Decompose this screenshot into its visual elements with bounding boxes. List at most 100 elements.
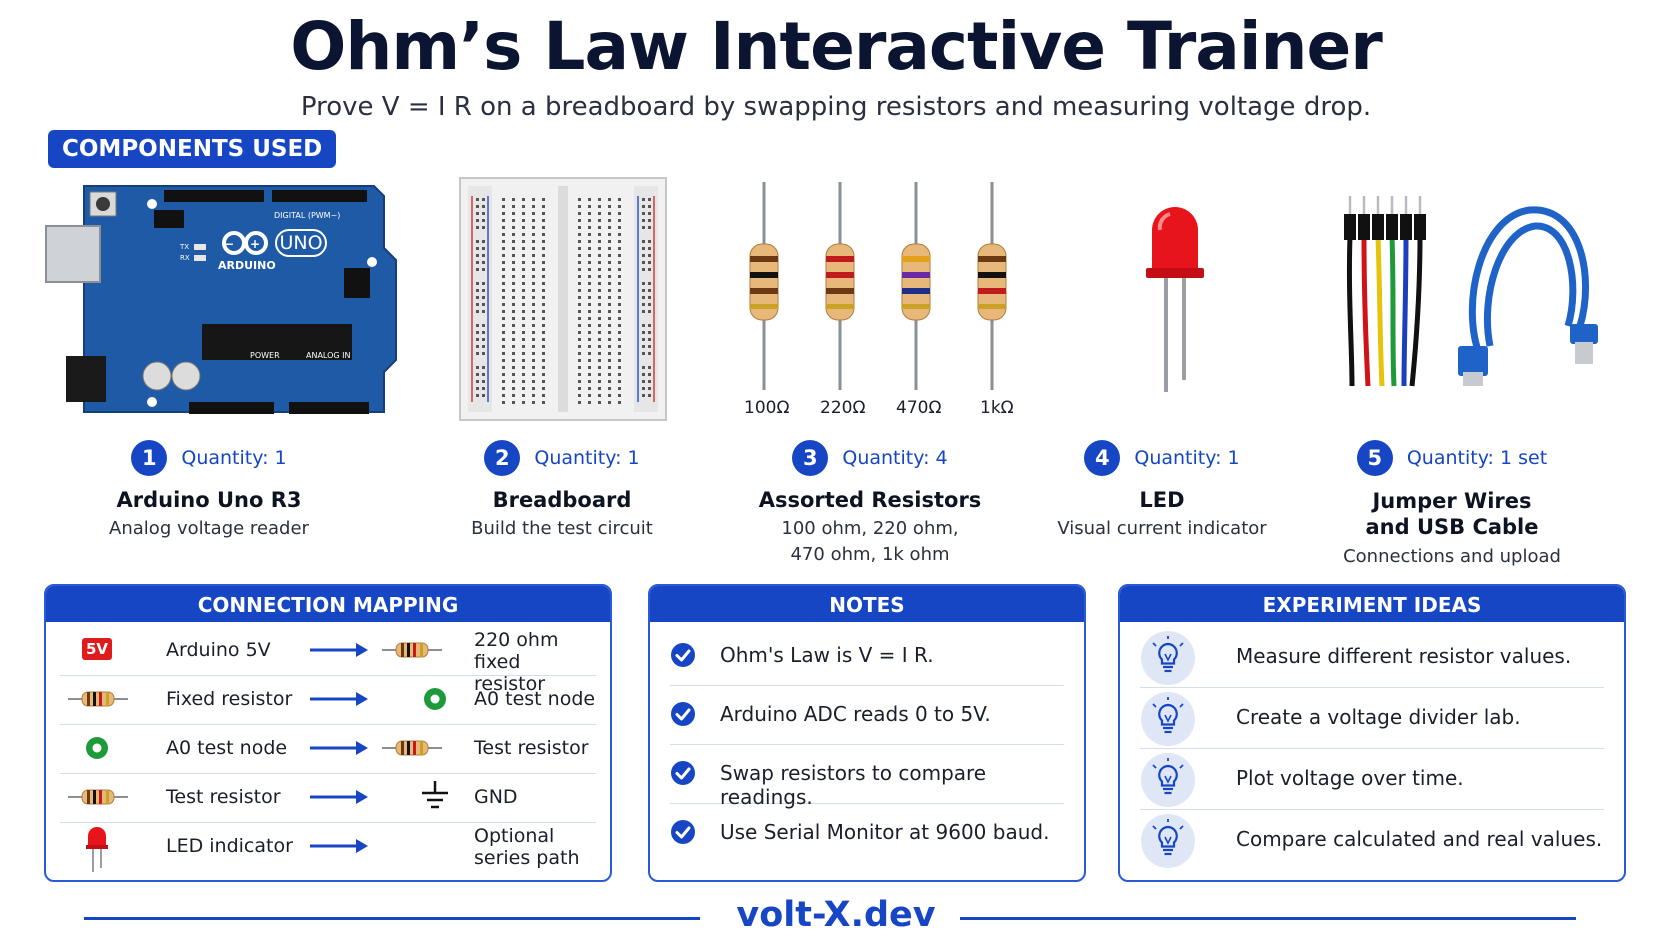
experiment-ideas-panel: EXPERIMENT IDEAS Measure different resis… — [1118, 584, 1626, 882]
test-node-icon — [422, 686, 448, 712]
component-quantity: Quantity: 4 — [842, 447, 948, 469]
lightbulb-icon — [1140, 813, 1196, 869]
arrow-right-icon — [310, 738, 370, 758]
name-line: and USB Cable — [1365, 515, 1539, 539]
jumper-wires-usb-image — [1344, 196, 1598, 387]
svg-text:+: + — [250, 237, 260, 251]
component-description: Visual current indicator — [1057, 518, 1267, 539]
component-description: 100 ohm, 220 ohm, 470 ohm, 1k ohm — [720, 516, 1020, 568]
idea-item: Create a voltage divider lab. — [1140, 687, 1604, 749]
arduino-analog-label: ANALOG IN — [306, 351, 351, 360]
check-icon — [670, 819, 696, 845]
footer-line-right — [960, 917, 1576, 920]
arrow-right-icon — [310, 640, 370, 660]
mapping-row: A0 test node Test resistor — [60, 724, 596, 774]
name-line: Jumper Wires — [1372, 489, 1532, 513]
arduino-uno-image: − + UNO ARDUINO DIGITAL (PWM~) POWER ANA… — [45, 185, 397, 414]
description-line: 100 ohm, 220 ohm, — [781, 518, 959, 539]
footer-line-left — [84, 917, 700, 920]
arduino-brand-text: ARDUINO — [218, 259, 276, 272]
target-line: series path — [474, 847, 580, 869]
note-text: Arduino ADC reads 0 to 5V. — [720, 702, 991, 726]
components-section-label: COMPONENTS USED — [48, 130, 337, 168]
idea-text: Create a voltage divider lab. — [1236, 705, 1521, 729]
component-quantity: Quantity: 1 — [181, 447, 287, 469]
arrow-right-icon — [310, 836, 370, 856]
resistor-470 — [901, 182, 931, 390]
mapping-source: A0 test node — [166, 737, 288, 759]
led-icon — [86, 827, 108, 872]
resistor-icon — [68, 689, 128, 709]
resistor-220 — [825, 182, 855, 390]
component-quantity: Quantity: 1 — [534, 447, 640, 469]
note-item: Use Serial Monitor at 9600 baud. — [670, 803, 1064, 862]
test-node-icon — [84, 735, 110, 761]
note-item: Ohm's Law is V = I R. — [670, 626, 1064, 686]
lightbulb-icon — [1140, 630, 1196, 686]
component-number-badge: 5 — [1356, 440, 1393, 476]
idea-item: Measure different resistor values. — [1140, 626, 1604, 688]
mapping-row: Test resistor GND — [60, 773, 596, 823]
arrow-right-icon — [310, 787, 370, 807]
component-breadboard: 2 Quantity: 1 Breadboard Build the test c… — [412, 440, 712, 542]
check-icon — [670, 760, 696, 786]
arduino-digital-label: DIGITAL (PWM~) — [274, 211, 340, 220]
lightbulb-icon — [1140, 752, 1196, 808]
resistor-100 — [749, 182, 779, 390]
component-led: 4 Quantity: 1 LED Visual current indicato… — [1012, 440, 1312, 542]
ground-icon — [422, 781, 448, 809]
component-name: Arduino Uno R3 — [116, 488, 302, 512]
idea-text: Measure different resistor values. — [1236, 644, 1572, 668]
note-item: Swap resistors to compare readings. — [670, 744, 1064, 809]
check-icon — [670, 701, 696, 727]
arduino-logo-text: UNO — [279, 232, 322, 254]
check-icon — [670, 642, 696, 668]
resistor-icon — [68, 787, 128, 807]
mapping-source: Arduino 5V — [166, 639, 271, 661]
component-quantity: Quantity: 1 — [1134, 447, 1240, 469]
notes-header: NOTES — [650, 586, 1084, 622]
resistor-icon — [382, 738, 442, 758]
connection-mapping-panel: CONNECTION MAPPING 5V Arduino 5V 220 ohm… — [44, 584, 612, 882]
power-5v-icon: 5V — [82, 638, 113, 660]
resistor-1k — [977, 182, 1007, 390]
resistor-label-1k: 1kΩ — [980, 398, 1014, 418]
breadboard-image — [459, 177, 667, 421]
component-number-badge: 4 — [1084, 440, 1121, 476]
component-number-badge: 3 — [792, 440, 829, 476]
mapping-source: Test resistor — [166, 786, 281, 808]
arrow-right-icon — [310, 689, 370, 709]
idea-text: Plot voltage over time. — [1236, 766, 1464, 790]
note-text: Use Serial Monitor at 9600 baud. — [720, 820, 1050, 844]
arduino-rx-label: RX — [180, 254, 190, 262]
component-name: Assorted Resistors — [758, 488, 982, 512]
component-resistors: 3 Quantity: 4 Assorted Resistors 100 ohm,… — [720, 440, 1020, 568]
mapping-row: Fixed resistor A0 test node — [60, 675, 596, 725]
mapping-target: Test resistor — [474, 737, 589, 759]
page-title: Ohm’s Law Interactive Trainer — [290, 8, 1383, 85]
target-line: fixed resistor — [474, 651, 546, 695]
note-text: Ohm's Law is V = I R. — [720, 643, 934, 667]
arduino-tx-label: TX — [179, 243, 189, 251]
resistor-icon — [382, 640, 442, 660]
description-line: 470 ohm, 1k ohm — [790, 544, 950, 565]
mapping-source: Fixed resistor — [166, 688, 293, 710]
idea-text: Compare calculated and real values. — [1236, 827, 1603, 851]
component-number-badge: 2 — [484, 440, 521, 476]
note-text: Swap resistors to compare readings. — [720, 761, 987, 809]
resistor-label-470: 470Ω — [896, 398, 942, 418]
mapping-target: GND — [474, 786, 518, 808]
idea-item: Plot voltage over time. — [1140, 748, 1604, 810]
component-number-badge: 1 — [131, 440, 168, 476]
component-name: LED — [1139, 488, 1185, 512]
lightbulb-icon — [1140, 691, 1196, 747]
component-description: Build the test circuit — [471, 518, 653, 539]
note-item: Arduino ADC reads 0 to 5V. — [670, 685, 1064, 745]
page-subtitle: Prove V = I R on a breadboard by swappin… — [300, 92, 1372, 122]
component-name: Breadboard — [492, 488, 632, 512]
footer-site-link[interactable]: volt-X.dev — [736, 895, 936, 935]
